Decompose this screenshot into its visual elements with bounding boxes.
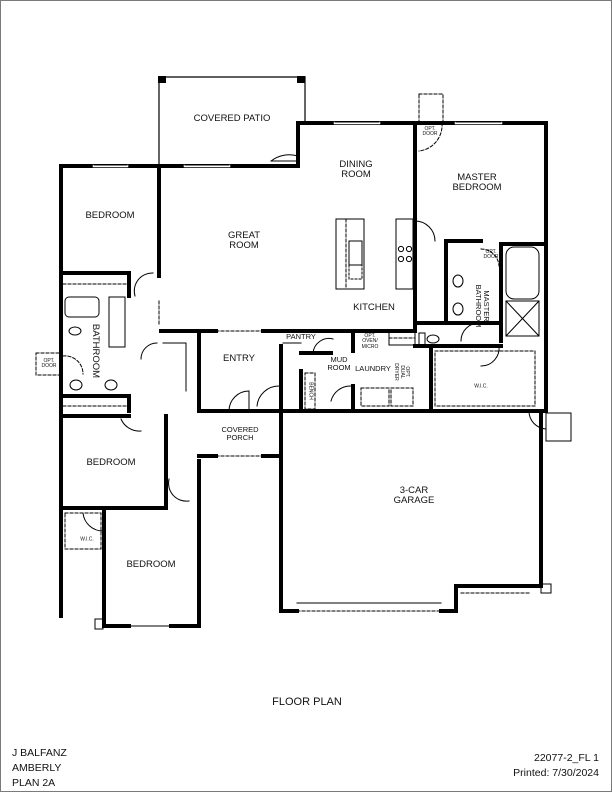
room-laundry: LAUNDRY [355,364,391,374]
room-pantry: PANTRY [286,332,316,342]
community-name: AMBERLY [12,762,62,774]
printed-date: Printed: 7/30/2024 [513,767,599,779]
plan-name: PLAN 2A [12,777,56,789]
bench-label: BENCH [307,382,314,400]
client-name: J BALFANZ [12,747,67,759]
title-block-left: J BALFANZ AMBERLY PLAN 2A [12,746,67,791]
room-garage: 3-CAR GARAGE [393,485,435,506]
room-bedroom-1: BEDROOM [85,210,135,222]
room-bathroom: BATHROOM [89,323,101,379]
sheet-id: 22077-2_FL 1 [534,752,599,764]
opt-oven-micro-label: OPT. OVEN/ MICRO [361,333,379,350]
room-bedroom-3: BEDROOM [126,559,176,571]
room-covered-patio: COVERED PATIO [193,113,271,125]
room-covered-porch: COVERED PORCH [221,425,259,442]
patio-post-left [158,76,166,83]
room-great-room: GREAT ROOM [227,230,261,251]
opt-door-master-label: OPT. DOOR [422,125,438,137]
document-title: FLOOR PLAN [272,696,342,708]
detail-lines [35,93,572,630]
patio-post-right [297,76,305,83]
room-master-bedroom: MASTER BEDROOM [452,172,502,193]
exterior-walls [59,121,548,628]
covered-patio-outline [158,76,306,167]
room-dining: DINING ROOM [339,159,373,180]
room-kitchen: KITCHEN [353,302,395,314]
room-master-wic: W.I.C. [474,383,488,390]
opt-dual-dryer-label: OPT. DUAL DRYER [393,363,410,381]
room-entry: ENTRY [222,353,256,365]
room-master-bathroom: MASTER BATHROOM [474,284,491,328]
room-bedroom-3-wic: W.I.C. [80,536,94,543]
room-bedroom-2: BEDROOM [86,457,136,469]
opt-door-bath-label: OPT. DOOR [41,357,57,369]
room-mud-room: MUD ROOM [327,355,351,372]
title-block-right: 22077-2_FL 1 Printed: 7/30/2024 [513,751,599,781]
opt-door-master-bath-label: OPT. DOOR [483,248,499,260]
